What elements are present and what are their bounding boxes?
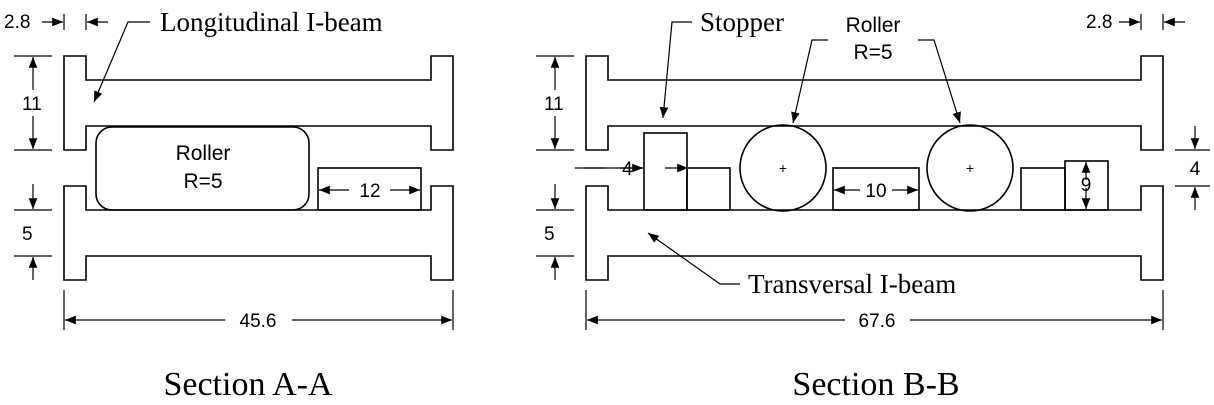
roller-label-b: Roller [846,14,901,37]
section-a-title: Section A-A [163,366,332,403]
dim-height-top-b: 11 [544,94,564,115]
roller-label-a: Roller [176,142,231,165]
dim-width-a: 45.6 [240,311,277,332]
dim-height-top-a: 11 [22,94,42,115]
dim-width-b: 67.6 [859,311,896,332]
section-a-drawing [14,14,454,330]
roller-block-a [95,126,310,211]
longitudinal-i-beam-top [63,55,454,151]
block-left-b [686,167,731,211]
roller-radius-a: R=5 [183,170,222,193]
dim-flange-b: 2.8 [1086,12,1112,33]
center-mark-left: + [779,160,787,176]
dim-right-stopper-b: 9 [1081,175,1092,196]
i-beam-bottom-a [63,185,454,281]
transversal-i-beam [585,185,1164,281]
block-12-a [317,167,422,211]
i-beam-top-b [585,55,1164,151]
section-b-title: Section B-B [792,366,959,403]
roller-right-b [926,124,1014,212]
longitudinal-beam-label: Longitudinal I-beam [160,7,383,37]
dim-block-a: 12 [359,181,380,202]
dim-block-b: 10 [865,181,886,202]
section-b-drawing [536,14,1210,330]
stopper-right [1064,160,1109,211]
dim-height-bottom-b: 5 [544,224,555,245]
dim-height-bottom-a: 5 [22,224,33,245]
block-10-b [832,167,920,211]
roller-left-b [739,124,827,212]
transversal-beam-label: Transversal I-beam [748,269,956,299]
stopper-label: Stopper [700,7,784,37]
dim-gap-b: 4 [1190,159,1201,180]
roller-radius-b: R=5 [853,41,892,64]
block-right-b [1020,167,1066,211]
dim-flange-a: 2.8 [4,12,30,33]
center-mark-right: + [966,160,974,176]
stopper-left [643,132,688,211]
dim-stopper-b: 4 [622,159,633,180]
